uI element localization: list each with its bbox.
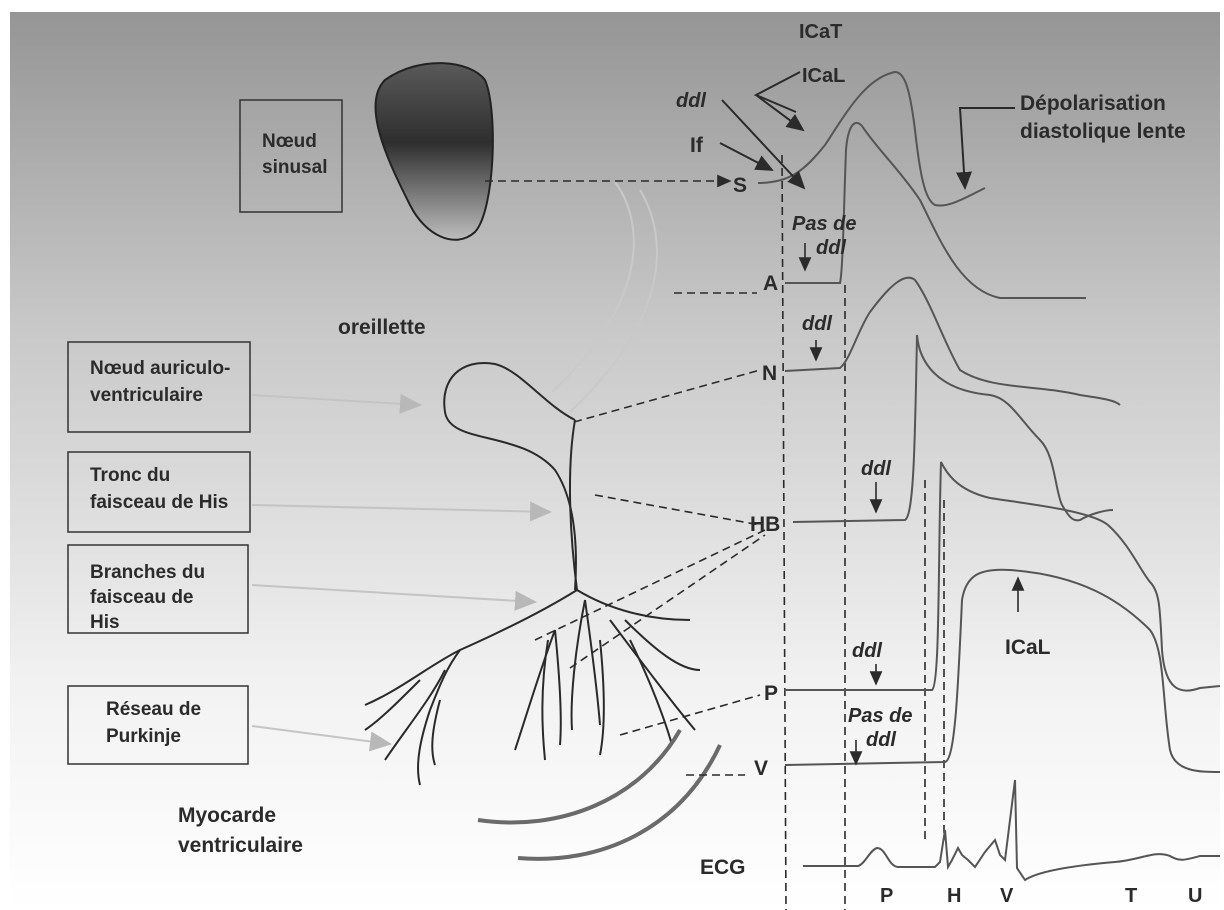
ical-bottom-label: ICaL [1005,636,1051,659]
myocardium-label-2: ventriculaire [178,834,303,857]
his-branches-label-1: Branches du [90,562,205,583]
ddl-node-label: ddl [802,313,832,335]
trace-label-v: V [754,757,768,780]
ddl-purkinje-label: ddl [852,640,882,662]
no-ddl-atrium-label-1: Pas de [792,213,856,235]
icat-label: ICaT [799,21,842,43]
his-branches-label-2: faisceau de [90,587,194,608]
trace-label-p: P [764,682,778,705]
purkinje-label-2: Purkinje [106,726,181,747]
av-node-label-1: Nœud auriculo- [90,358,230,379]
sinus-node-label-2: sinusal [262,157,327,178]
ecg-wave-h: H [947,885,961,907]
slow-depolarization-label-1: Dépolarisation [1020,92,1166,115]
trace-label-ecg: ECG [700,856,746,879]
his-trunk-label-1: Tronc du [90,465,170,486]
slow-depolarization-label-2: diastolique lente [1020,120,1186,143]
background [10,12,1220,910]
ical-top-label: ICaL [802,65,845,87]
av-node-label-2: ventriculaire [90,385,203,406]
myocardium-label-1: Myocarde [178,804,276,827]
ecg-wave-t: T [1125,885,1137,907]
purkinje-label-1: Réseau de [106,699,201,720]
trace-label-n: N [762,362,777,385]
his-trunk-label-2: faisceau de His [90,492,228,513]
trace-label-a: A [763,272,778,295]
ddl-top-label: ddl [676,90,706,112]
if-label: If [690,134,704,157]
no-ddl-ventricle-label-1: Pas de [848,705,912,727]
trace-label-hb: HB [750,513,780,536]
no-ddl-ventricle-label-2: ddl [866,729,896,751]
ecg-wave-v: V [1000,885,1014,907]
ecg-wave-u: U [1188,885,1202,907]
ecg-wave-p: P [880,885,893,907]
his-branches-label-3: His [90,612,120,633]
atrium-label: oreillette [338,316,426,339]
ddl-his-label: ddl [861,458,891,480]
no-ddl-atrium-label-2: ddl [816,237,846,259]
sinus-node-label-1: Nœud [262,131,317,152]
trace-label-s: S [733,174,747,197]
